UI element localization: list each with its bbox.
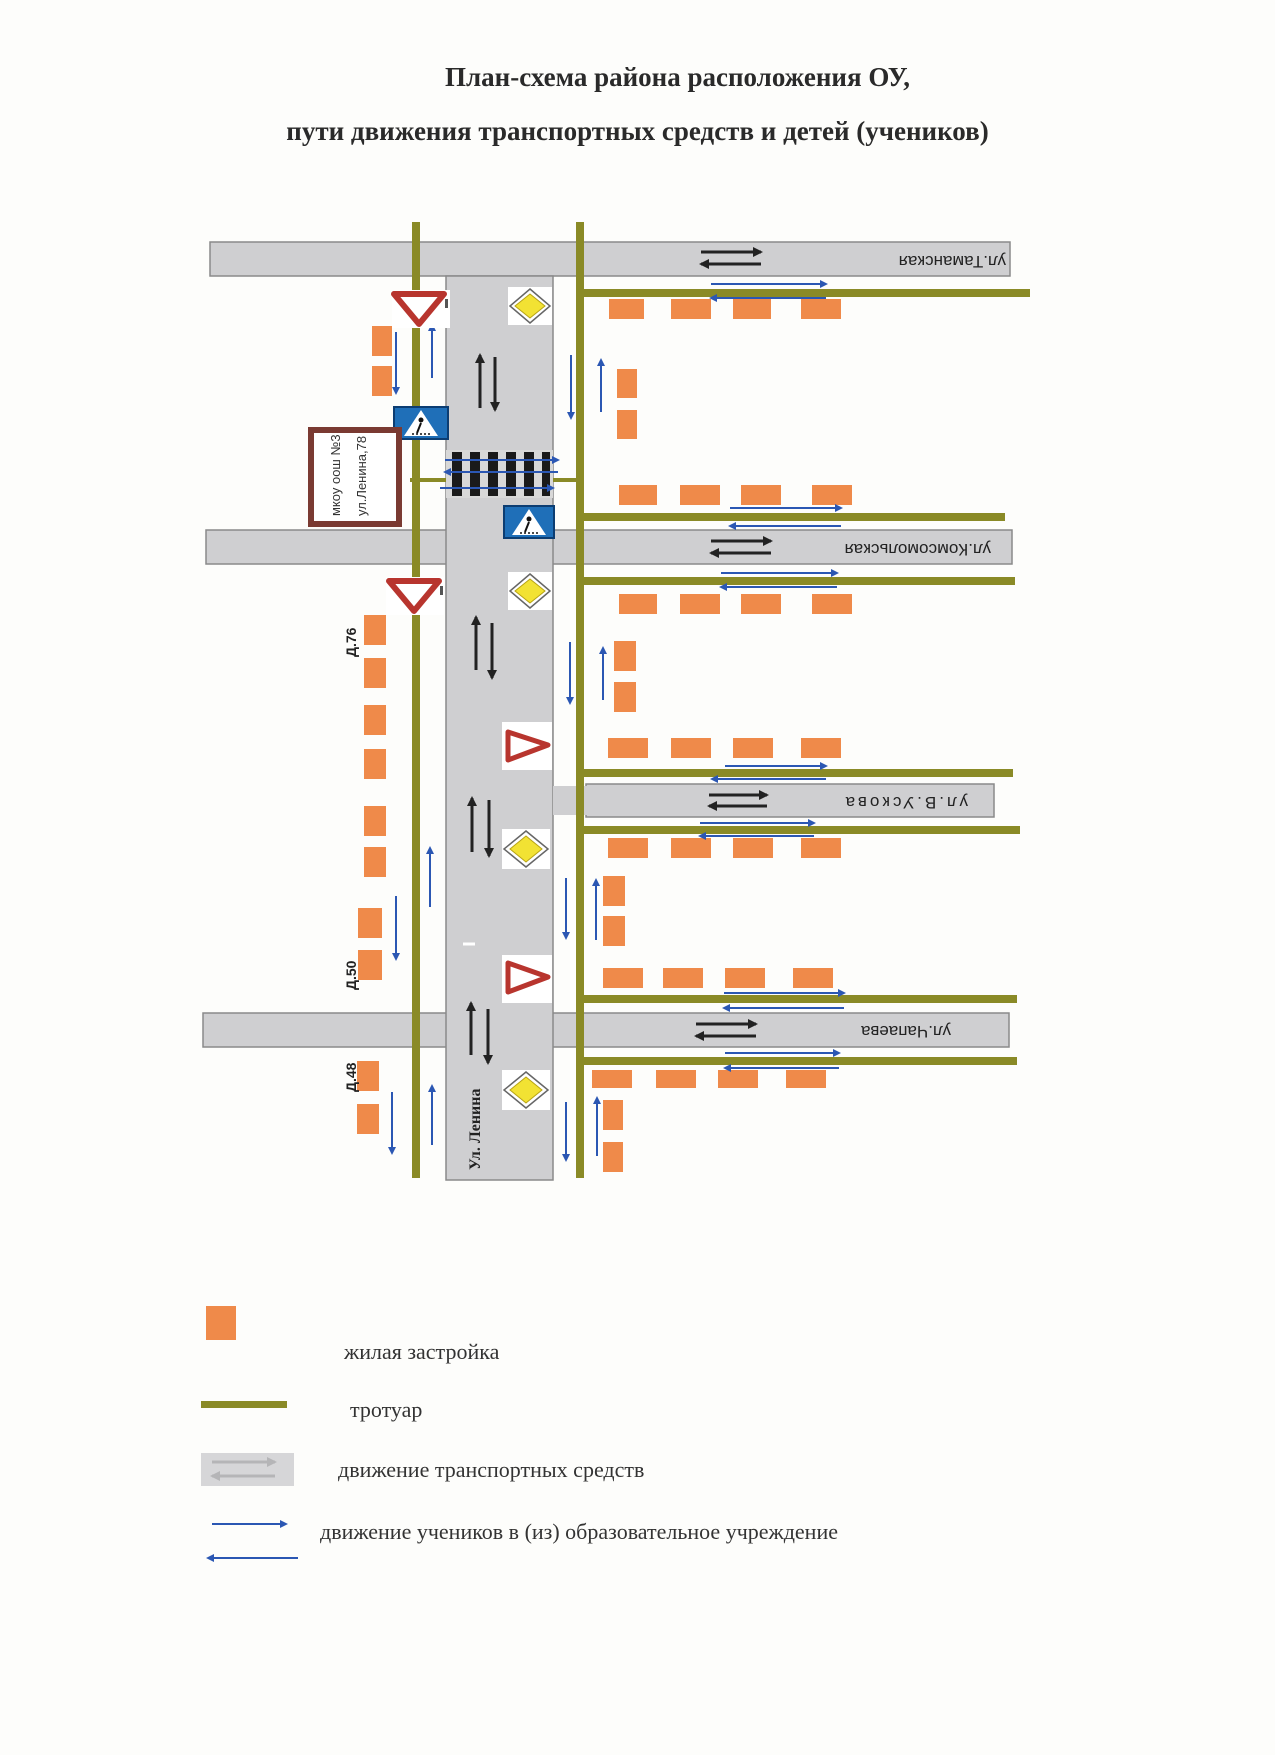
street-label-uskova: ул.В.Ускова [843, 793, 968, 812]
road-uskova [585, 783, 995, 818]
legend [201, 1306, 294, 1486]
sidewalks [412, 222, 1030, 1178]
street-label-tamanskaya: ул.Таманская [899, 252, 1006, 271]
house-number-48: Д.48 [343, 1062, 359, 1092]
house-number-50: Д.50 [343, 960, 359, 990]
zebra-crossing [410, 450, 580, 498]
school-building: мкоу оош №3 ул.Ленина,78 [308, 427, 402, 527]
yield-sign-icon [502, 722, 552, 770]
road-tamanskaya [209, 241, 1011, 277]
page-title-line1: План-схема района расположения ОУ, [445, 62, 910, 92]
priority-road-sign-icon [508, 287, 552, 325]
legend-traffic-label: движение транспортных средств [338, 1457, 645, 1482]
road-komsomolskaya [205, 529, 1013, 565]
legend-sidewalk-label: тротуар [350, 1397, 423, 1422]
yield-sign-icon [502, 955, 552, 1003]
house-number-76: Д.76 [343, 627, 359, 657]
legend-housing-label: жилая застройка [344, 1339, 500, 1364]
legend-housing-swatch [206, 1306, 236, 1340]
priority-road-sign-icon [502, 1070, 550, 1110]
school-address: ул.Ленина,78 [354, 436, 369, 516]
legend-students-label: движение учеников в (из) образовательное… [320, 1519, 838, 1544]
road-chapaeva [202, 1012, 1010, 1048]
legend-traffic-swatch [201, 1453, 294, 1486]
roads [202, 241, 1013, 1181]
yield-sign-icon [391, 290, 450, 328]
pedestrian-crossing-sign-icon [393, 406, 449, 440]
street-label-komsomolskaya: ул.Комсомольская [845, 540, 991, 559]
page-title-line2: пути движения транспортных средств и дет… [286, 116, 989, 146]
student-route-arrows [206, 280, 846, 1562]
yield-sign-icon [386, 577, 444, 615]
school-name: мкоу оош №3 [328, 434, 343, 516]
priority-road-sign-icon [502, 829, 550, 869]
street-label-lenina: Ул. Ленина [467, 1089, 484, 1170]
priority-road-sign-icon [508, 572, 552, 610]
pedestrian-crossing-sign-icon [503, 505, 555, 539]
residential-buildings [357, 299, 852, 1172]
legend-sidewalk-swatch [201, 1401, 287, 1408]
street-label-chapaeva: ул.Чапаева [860, 1022, 951, 1041]
